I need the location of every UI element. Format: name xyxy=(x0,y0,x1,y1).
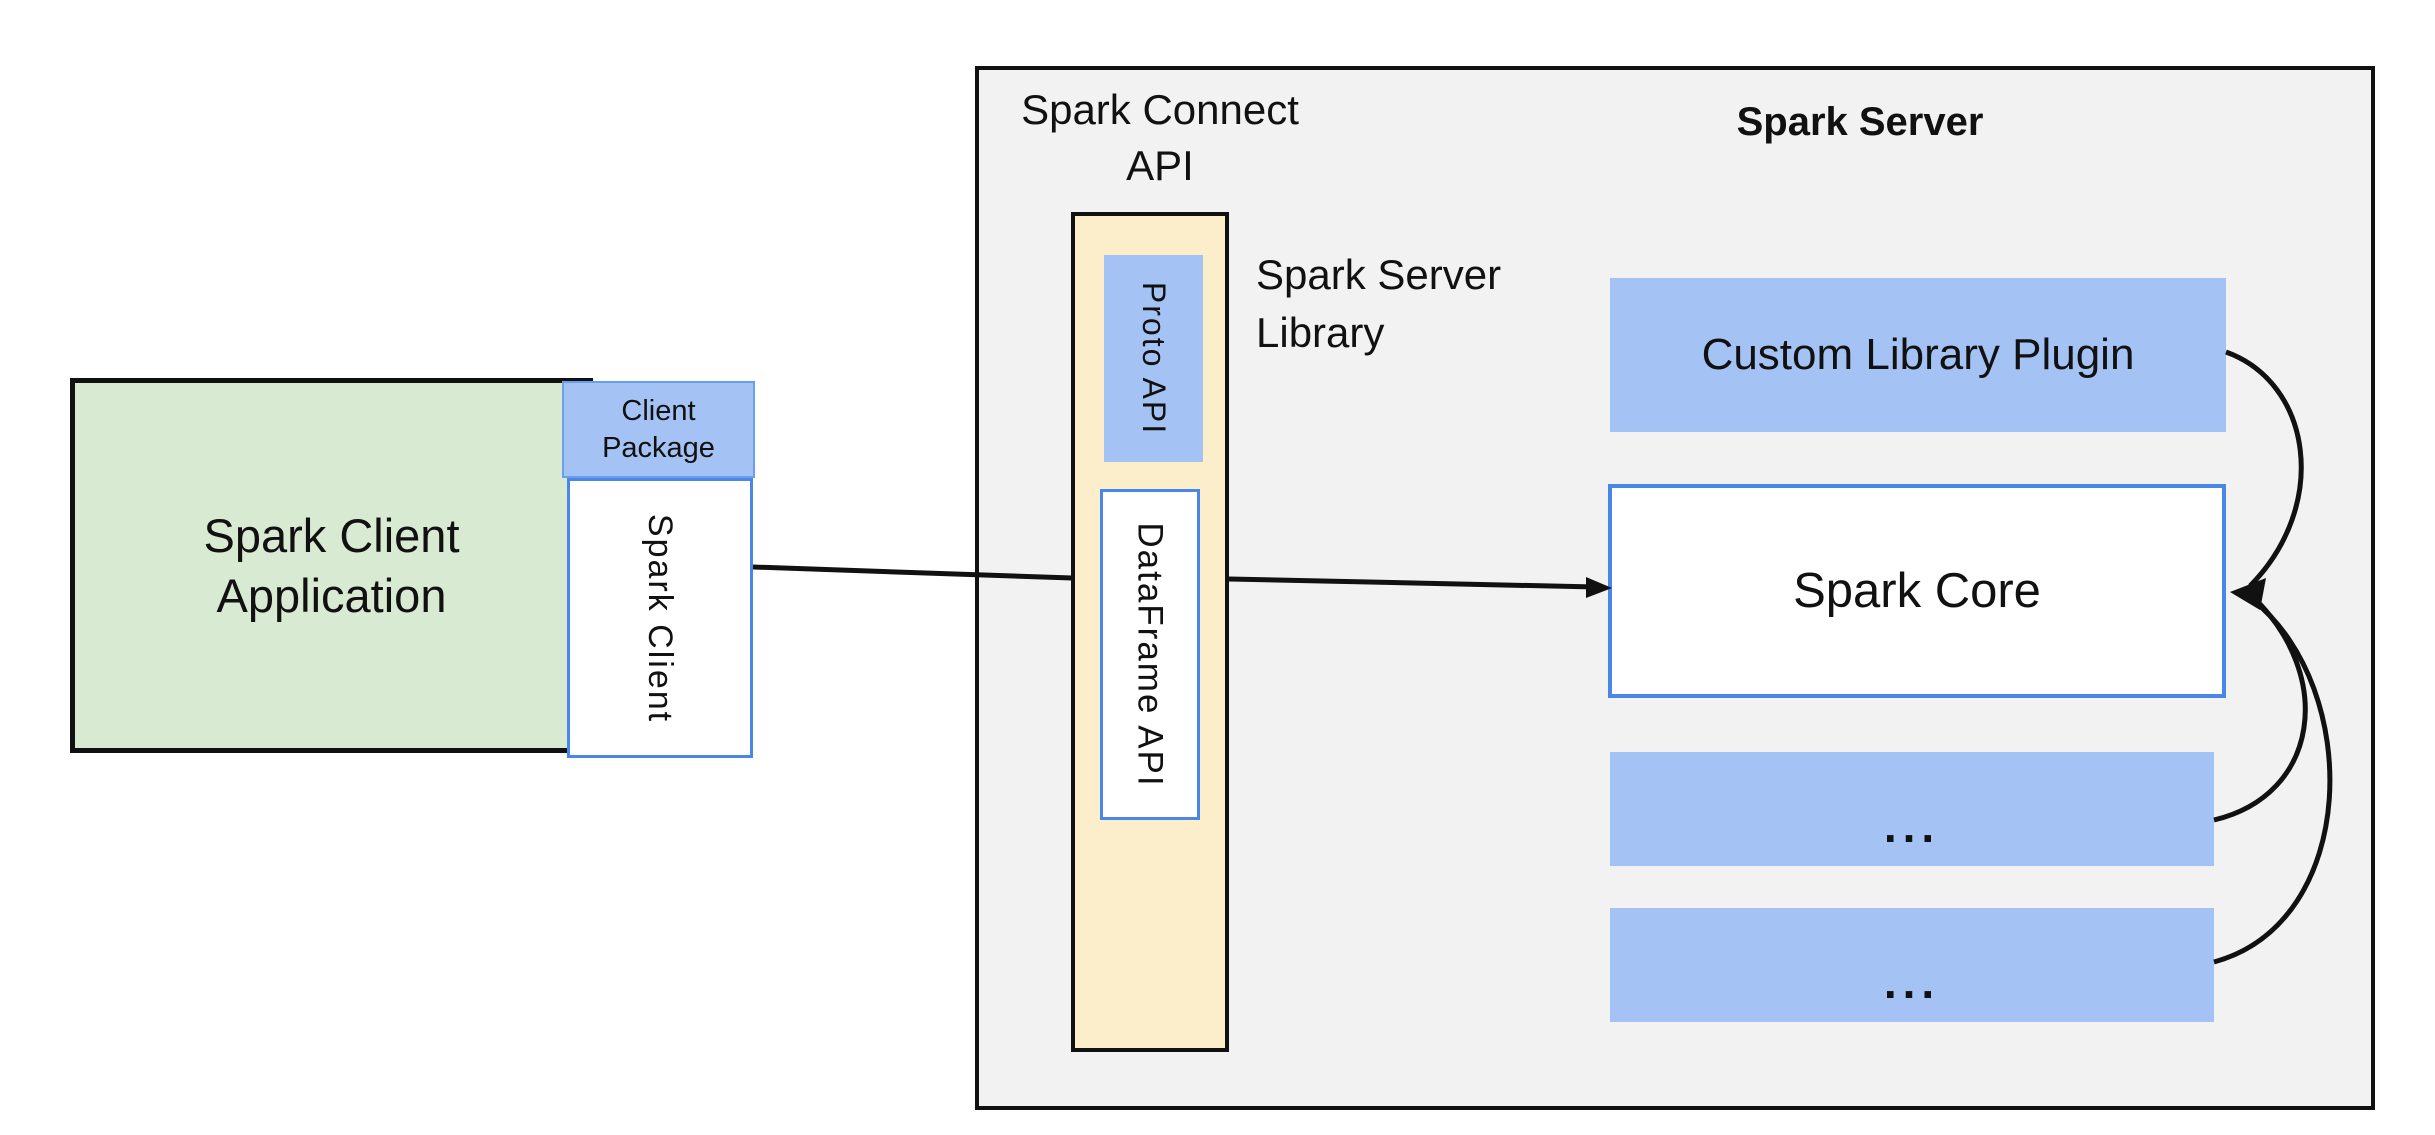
spark-client-label: Spark Client xyxy=(641,513,680,723)
spark-server-title: Spark Server xyxy=(1736,100,1984,144)
ellipsis-label-1: ... xyxy=(1883,800,1941,852)
plugin-placeholder-box-2: ... xyxy=(1610,908,2214,1022)
ellipsis-label-2: ... xyxy=(1883,956,1941,1008)
spark-connect-api-title: Spark Connect API xyxy=(1021,86,1299,189)
custom-library-plugin-label: Custom Library Plugin xyxy=(1701,330,2135,379)
client-package-box: Client Package xyxy=(562,381,755,478)
dataframe-api-label: DataFrame API xyxy=(1131,521,1171,788)
spark-server-library-label: Spark Server Library xyxy=(1256,251,1502,356)
plugin-placeholder-box-1: ... xyxy=(1610,752,2214,866)
spark-client-application-box: Spark Client Application xyxy=(70,378,593,753)
spark-core-label: Spark Core xyxy=(1793,564,2041,618)
spark-core-box: Spark Core xyxy=(1608,484,2226,698)
custom-library-plugin-box: Custom Library Plugin xyxy=(1610,278,2226,432)
dataframe-api-box: DataFrame API xyxy=(1100,489,1200,820)
proto-api-box: Proto API xyxy=(1104,255,1203,462)
spark-client-box: Spark Client xyxy=(567,478,753,758)
proto-api-label: Proto API xyxy=(1136,281,1172,436)
